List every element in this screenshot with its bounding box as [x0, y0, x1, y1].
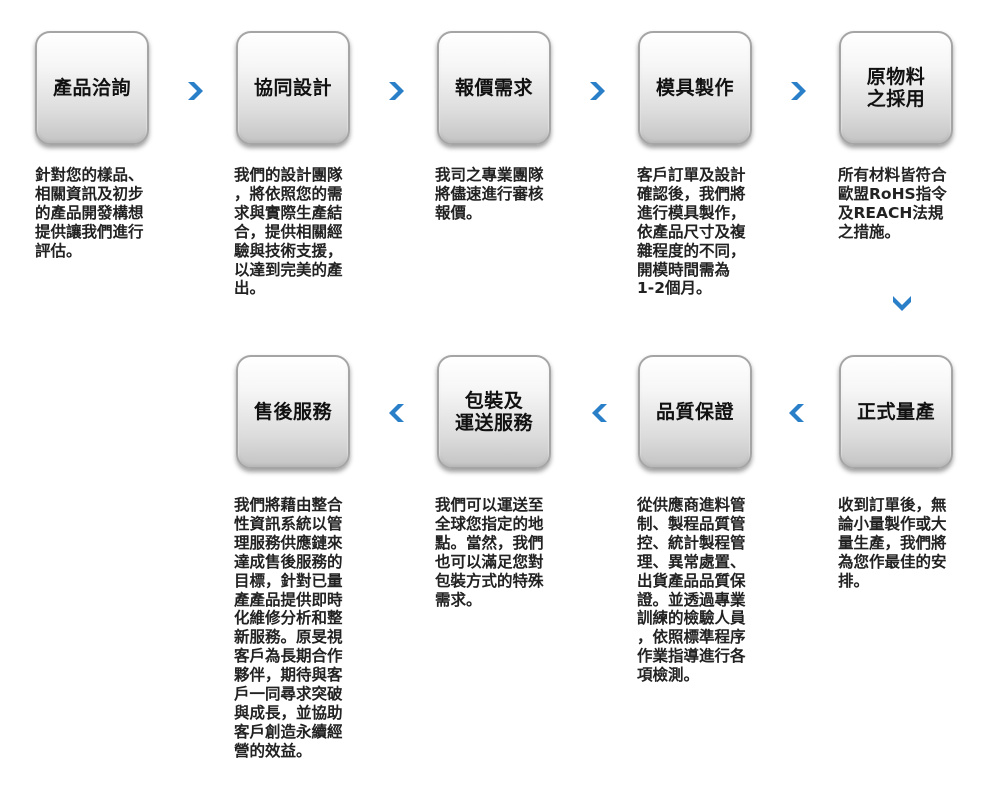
chevron-left-icon — [789, 404, 804, 422]
step-box-inquiry: 產品洽詢 — [35, 31, 149, 145]
step-title-after-sales: 售後服務 — [253, 401, 332, 423]
step-title-mass-production: 正式量產 — [856, 401, 935, 423]
step-box-co-design: 協同設計 — [236, 31, 350, 145]
step-title-quotation: 報價需求 — [454, 77, 533, 99]
chevron-left-icon — [592, 404, 607, 422]
step-desc-mass-production: 收到訂單後，無 論小量製作或大 量生產，我們將 為您作最佳的安 排。 — [838, 496, 947, 590]
chevron-right-icon — [389, 82, 404, 100]
step-desc-co-design: 我們的設計團隊 ，將依照您的需 求與實際生產結 合，提供相關經 驗與技術支援， … — [234, 166, 343, 298]
step-title-mold-making: 模具製作 — [655, 77, 734, 99]
step-desc-packaging-shipping: 我們可以運送至 全球您指定的地 點。當然，我們 也可以滿足您對 包裝方式的特殊 … — [435, 496, 544, 609]
chevron-right-icon — [188, 82, 203, 100]
step-box-after-sales: 售後服務 — [236, 355, 350, 469]
step-box-packaging-shipping: 包裝及 運送服務 — [437, 355, 551, 469]
chevron-right-icon — [791, 82, 806, 100]
step-box-materials: 原物料 之採用 — [839, 31, 953, 145]
step-box-mold-making: 模具製作 — [638, 31, 752, 145]
chevron-left-icon — [389, 404, 404, 422]
chevron-right-icon — [590, 82, 605, 100]
step-desc-quotation: 我司之專業團隊 將儘速進行審核 報價。 — [435, 166, 544, 222]
step-box-quotation: 報價需求 — [437, 31, 551, 145]
step-title-quality-assurance: 品質保證 — [655, 401, 734, 423]
step-box-quality-assurance: 品質保證 — [638, 355, 752, 469]
chevron-down-icon — [893, 296, 911, 311]
step-desc-inquiry: 針對您的樣品、 相關資訊及初步 的產品開發構想 提供讓我們進行 評估。 — [35, 166, 144, 260]
step-title-packaging-shipping: 包裝及 運送服務 — [454, 390, 533, 434]
step-desc-mold-making: 客戶訂單及設計 確認後，我們將 進行模具製作， 依產品尺寸及複 雜程度的不同， … — [637, 166, 746, 298]
step-box-mass-production: 正式量產 — [839, 355, 953, 469]
step-desc-quality-assurance: 從供應商進料管 制、製程品質管 控、統計製程管 理、異常處置、 出貨產品品質保 … — [637, 496, 746, 685]
step-desc-materials: 所有材料皆符合 歐盟RoHS指令 及REACH法規 之措施。 — [838, 166, 947, 241]
step-title-inquiry: 產品洽詢 — [52, 77, 131, 99]
step-desc-after-sales: 我們將藉由整合 性資訊系統以管 理服務供應鏈來 達成售後服務的 目標，針對已量 … — [234, 496, 343, 760]
step-title-co-design: 協同設計 — [253, 77, 332, 99]
step-title-materials: 原物料 之採用 — [866, 66, 926, 110]
